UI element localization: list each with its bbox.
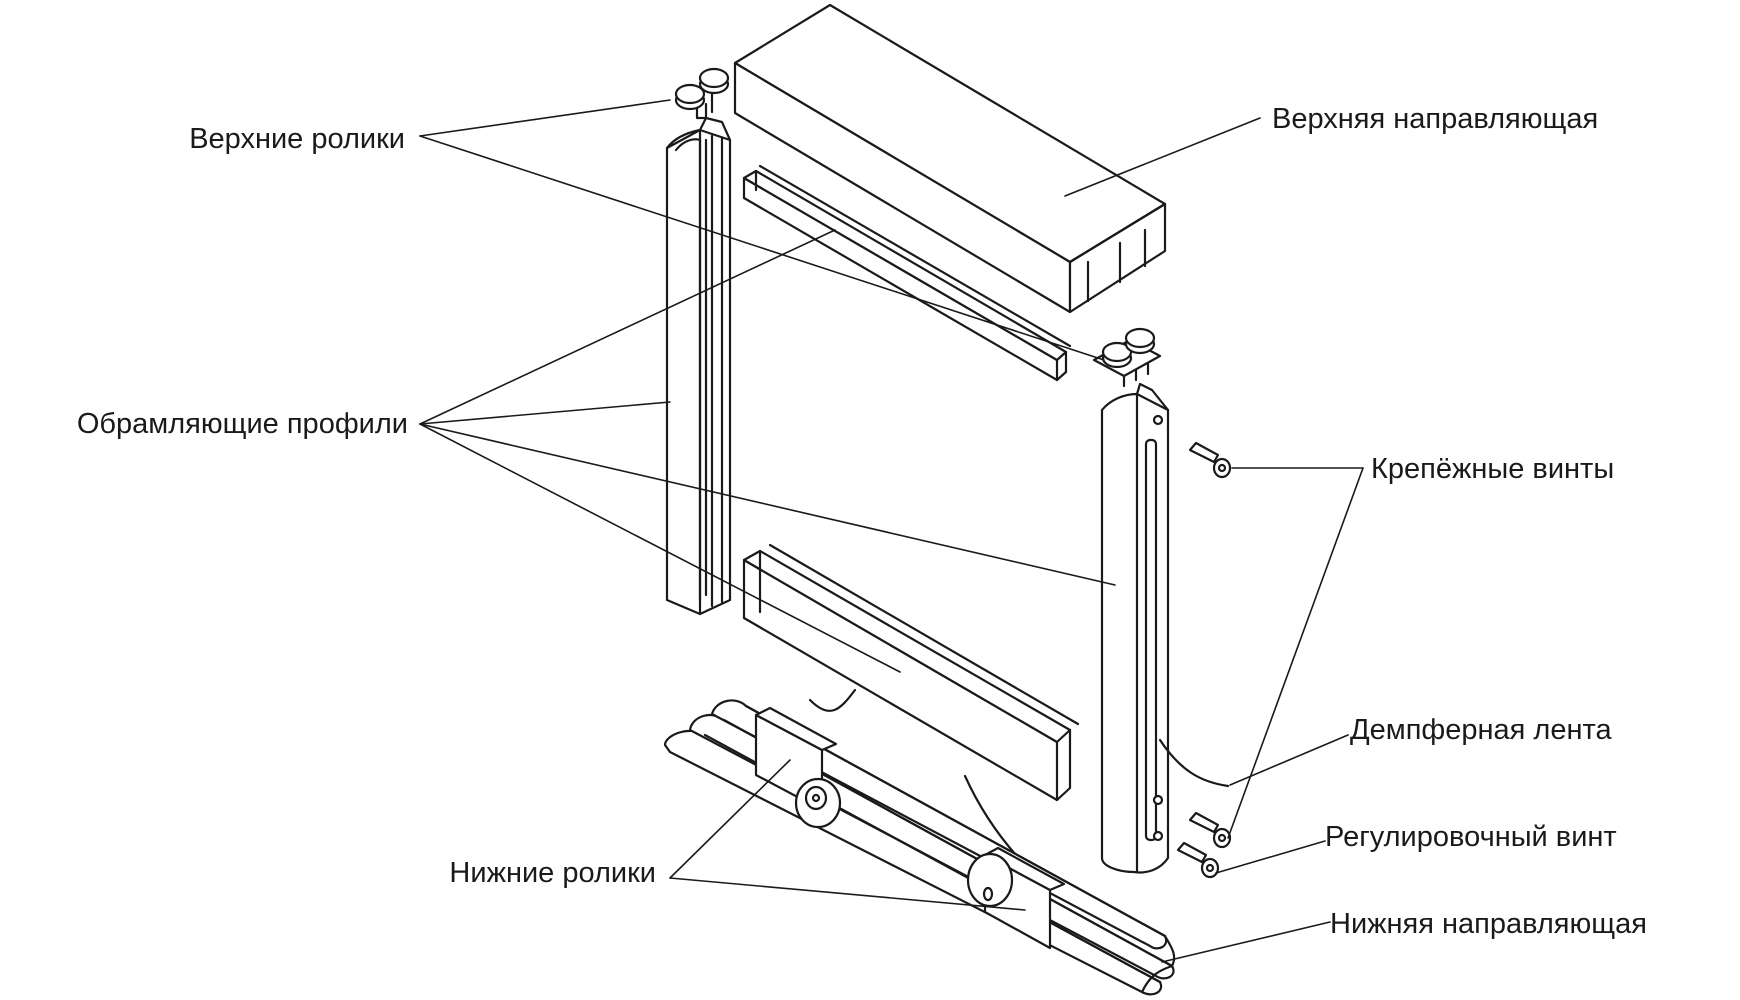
adjusting-screw <box>1176 841 1220 879</box>
label-adjusting-screw: Регулировочный винт <box>1325 821 1617 853</box>
label-lower-rail: Нижняя направляющая <box>1330 908 1647 940</box>
lower-horizontal-profile <box>742 543 1080 802</box>
label-upper-rail: Верхняя направляющая <box>1272 103 1598 135</box>
upper-rail <box>733 3 1167 314</box>
lower-roller-right <box>966 846 1066 950</box>
fixing-screw-top <box>1188 441 1232 479</box>
right-vertical-profile <box>1100 382 1170 874</box>
left-vertical-profile <box>665 116 732 616</box>
label-damper-tape: Демпферная лента <box>1350 714 1612 746</box>
left-upper-roller <box>674 67 730 120</box>
lower-roller-left <box>754 706 842 829</box>
fixing-screw-bottom <box>1188 811 1232 849</box>
label-lower-rollers: Нижние ролики <box>449 857 656 889</box>
upper-horizontal-profile <box>742 164 1072 382</box>
lower-rail <box>663 699 1176 996</box>
label-fixing-screws: Крепёжные винты <box>1371 453 1614 485</box>
leader-lines <box>419 99 1364 963</box>
label-framing-profiles: Обрамляющие профили <box>77 408 408 440</box>
right-upper-roller <box>1092 327 1162 388</box>
label-upper-rollers: Верхние ролики <box>189 123 405 155</box>
